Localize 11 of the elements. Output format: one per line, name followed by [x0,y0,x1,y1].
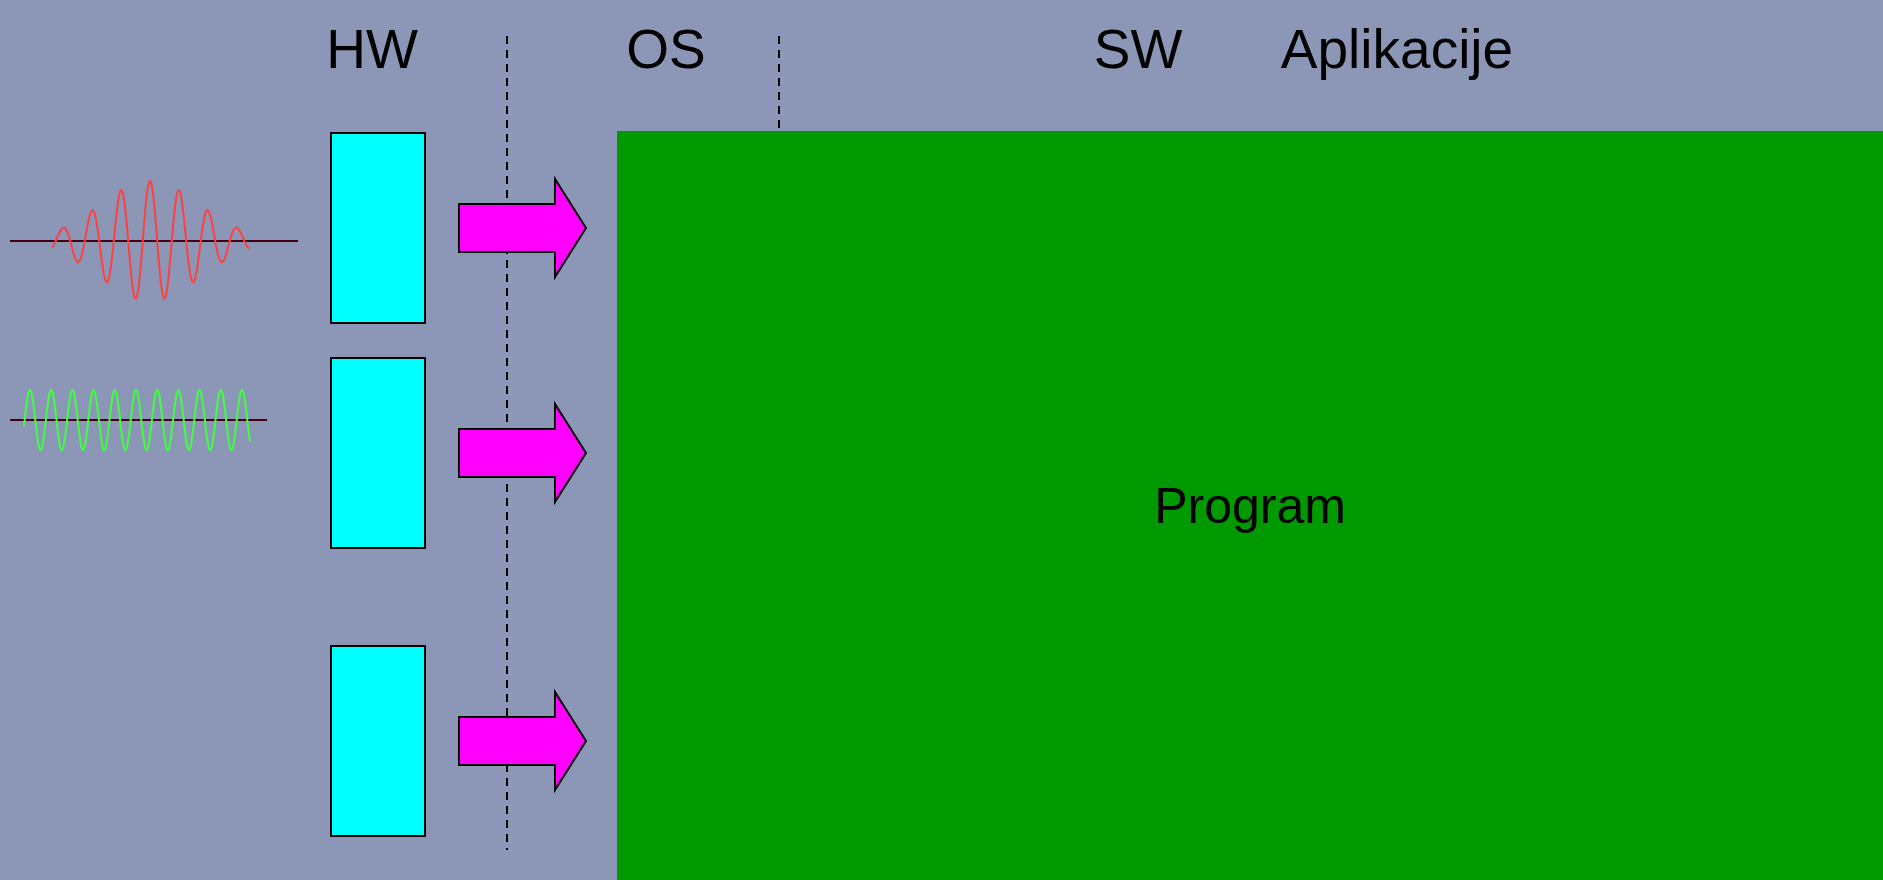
block-arrow [458,175,588,281]
block-arrow [458,400,588,506]
block-arrow [458,688,588,794]
hardware-box [330,357,426,549]
program-label: Program [1154,476,1346,535]
column-heading: OS [626,22,706,77]
program-area [617,131,1883,880]
column-heading: HW [326,22,418,77]
column-heading: SW [1093,22,1183,77]
hardware-box [330,132,426,324]
hardware-box [330,645,426,837]
